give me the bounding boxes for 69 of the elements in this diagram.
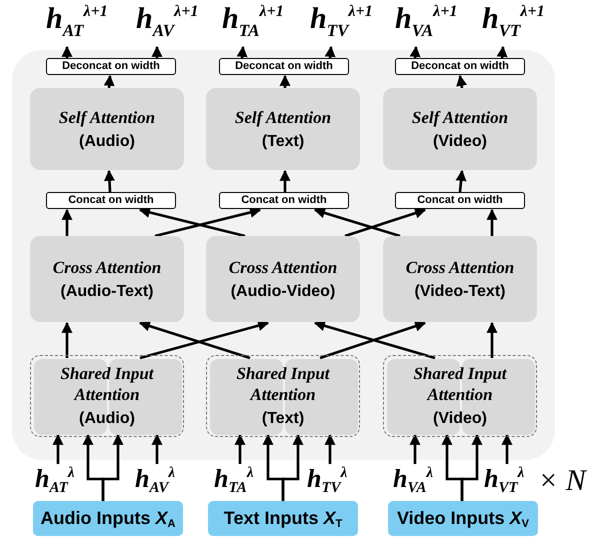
arrow: [154, 207, 262, 238]
operation-box: Concat on width: [46, 192, 176, 209]
attention-box: [206, 88, 360, 170]
attention-title: Cross Attention: [52, 256, 162, 278]
arrow: [460, 434, 482, 501]
operation-box: Concat on width: [219, 192, 349, 209]
modality-label: (Video): [433, 409, 487, 429]
modality-label: (Audio): [79, 132, 135, 152]
arrow: [344, 208, 426, 238]
attention-title: Cross Attention: [228, 256, 338, 278]
modality-label: (Audio-Text): [60, 282, 154, 302]
repeat-count-label: × N: [538, 466, 586, 496]
attention-title: Self Attention: [234, 106, 332, 128]
arrow: [104, 170, 115, 192]
modality-label: (Video-Text): [414, 282, 506, 302]
attention-box: [383, 236, 537, 322]
arrow: [138, 207, 246, 238]
arrow: [280, 170, 290, 192]
attention-box: [30, 236, 184, 322]
modality-label: (Text): [262, 409, 304, 429]
arrow: [280, 74, 290, 88]
arrow: [496, 46, 508, 58]
attention-title: Shared Input Attention: [412, 363, 508, 405]
input-box: Text Inputs X$_{T}$: [208, 501, 358, 536]
shared-attention-group: [383, 355, 537, 437]
arrow: [486, 322, 498, 358]
arrow: [314, 208, 400, 238]
operation-box: Deconcat on width: [395, 58, 525, 75]
attention-title: Shared Input Attention: [235, 363, 331, 405]
modality-label: (Video): [433, 132, 487, 152]
arrow: [102, 434, 124, 501]
arrow: [234, 434, 246, 464]
arrow: [502, 434, 512, 464]
shared-attention-group: [206, 355, 360, 437]
shared-attention-group: [30, 355, 184, 437]
arrow: [140, 320, 270, 360]
arrow: [152, 434, 162, 464]
attention-box: [206, 236, 360, 322]
arrow: [62, 322, 72, 358]
arrow: [282, 434, 304, 501]
arrow: [324, 46, 336, 58]
attention-title: Shared Input Attention: [59, 363, 155, 405]
arrow: [486, 208, 498, 236]
arrow: [62, 46, 72, 58]
arrow: [104, 74, 115, 88]
operation-box: Deconcat on width: [219, 58, 349, 75]
arrow: [62, 208, 72, 236]
arrow: [456, 74, 468, 88]
arrow: [456, 170, 467, 192]
arrow: [410, 46, 421, 58]
input-box: Audio Inputs X$_{A}$: [33, 501, 183, 536]
arrow: [236, 46, 248, 58]
operation-box: Concat on width: [395, 192, 525, 209]
arrow: [138, 320, 250, 360]
modality-label: (Text): [262, 132, 304, 152]
attention-box: [30, 88, 184, 170]
arrow: [324, 434, 336, 464]
attention-title: Self Attention: [412, 106, 508, 128]
attention-title: Self Attention: [58, 106, 156, 128]
layer-panel: [12, 50, 555, 460]
modality-label: (Audio): [79, 409, 135, 429]
arrow: [152, 46, 162, 58]
attention-title: Cross Attention: [406, 256, 514, 278]
modality-label: (Audio-Video): [230, 282, 336, 302]
operation-box: Deconcat on width: [46, 58, 176, 75]
input-box: Video Inputs X$_{V}$: [388, 501, 538, 536]
attention-box: [383, 88, 537, 170]
arrow: [410, 434, 420, 464]
arrow: [52, 434, 64, 464]
